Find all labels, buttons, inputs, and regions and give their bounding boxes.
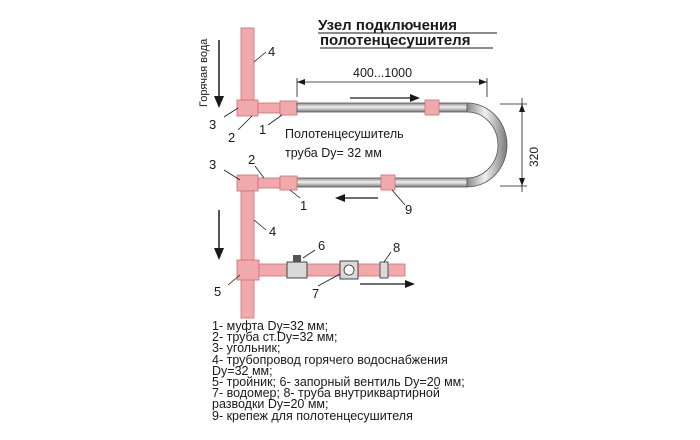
- shutoff-valve: [286, 261, 308, 279]
- hot-water-label: Горячая вода: [198, 38, 210, 107]
- branch-flow-arrowhead: [405, 280, 415, 288]
- dryer-flow-arrowhead-left: [335, 194, 345, 202]
- lower-coupling: [279, 175, 298, 191]
- leader-1-top: [267, 114, 283, 126]
- legend-item-7-8: 7- водомер; 8- труба внутриквартирной: [212, 386, 440, 401]
- dryer-flow-arrowhead-right: [410, 94, 420, 102]
- flow-arrow-head-top: [214, 96, 224, 108]
- callout-9: 9: [405, 202, 412, 217]
- dim-height-arrow-top: [519, 104, 525, 112]
- leader-4-top: [253, 51, 267, 63]
- callout-3-bottom: 3: [209, 157, 216, 172]
- leader-8: [383, 251, 392, 263]
- dim-width-value: 400...1000: [353, 66, 412, 80]
- legend-item-1: 1- муфта Dy=32 мм;: [212, 319, 329, 333]
- legend-item-8-cont: разводки Dy=20 мм;: [212, 397, 329, 412]
- leader-2-top: [237, 115, 253, 131]
- legend-item-5-6: 5- тройник; 6- запорный вентиль Dy=20 мм…: [212, 375, 465, 390]
- riser-pipe-lower: [240, 190, 255, 319]
- callout-5: 5: [214, 284, 221, 299]
- legend-item-2: 2- труба ст.Dy=32 мм;: [212, 330, 338, 345]
- lower-branch-pipe: [257, 177, 281, 189]
- upper-coupling: [279, 100, 298, 116]
- leader-9: [391, 189, 406, 206]
- callout-1-bottom: 1: [300, 198, 307, 213]
- legend-item-3: 3- угольник;: [212, 341, 281, 356]
- leader-1-bottom: [289, 189, 301, 199]
- callout-3-top: 3: [209, 117, 216, 132]
- riser-pipe-upper: [240, 27, 255, 107]
- dim-width-arrow-left: [297, 79, 305, 85]
- callout-8: 8: [393, 240, 400, 255]
- tee-fitting: [236, 259, 260, 281]
- dryer-bracket-bottom: [380, 174, 396, 191]
- leader-3-bottom: [223, 169, 241, 181]
- dryer-label-line2: труба Dy= 32 мм: [285, 146, 382, 160]
- flow-arrow-head-lower: [214, 248, 224, 260]
- dryer-pipe-bend: [466, 102, 508, 188]
- leader-3-top: [223, 107, 239, 118]
- leader-6: [302, 249, 316, 259]
- legend: 1- муфта Dy=32 мм; 2- труба ст.Dy=32 мм;…: [212, 319, 682, 423]
- leader-7: [317, 273, 341, 287]
- callout-6: 6: [318, 238, 325, 253]
- dryer-label-line1: Полотенцесушитель: [285, 127, 404, 141]
- callout-2-top: 2: [228, 130, 235, 145]
- callout-7: 7: [312, 286, 319, 301]
- leader-5: [227, 274, 241, 286]
- pipe-connector: [379, 261, 389, 279]
- upper-branch-pipe: [257, 102, 281, 114]
- dim-width-arrow-right: [479, 79, 487, 85]
- dryer-bracket-top: [424, 99, 440, 116]
- dim-height-arrow-bottom: [519, 178, 525, 186]
- leader-2-bottom: [254, 165, 265, 179]
- shutoff-valve-handle: [293, 255, 301, 262]
- dim-height-value: 320: [527, 147, 541, 167]
- diagram-title-line2: полотенцесушителя: [320, 32, 470, 49]
- dryer-pipe-top: [296, 102, 468, 113]
- water-meter-dial: [343, 264, 355, 276]
- diagram-title-line1: Узел подключения: [318, 17, 457, 34]
- callout-1-top: 1: [259, 122, 266, 137]
- callout-4-top: 4: [268, 44, 275, 59]
- leader-4-bottom: [253, 219, 267, 231]
- lower-elbow: [236, 174, 259, 192]
- legend-item-4-cont: Dy=32 мм;: [212, 363, 273, 378]
- legend-item-9: 9- крепеж для полотенцесушителя: [212, 408, 413, 423]
- callout-2-bottom: 2: [248, 152, 255, 167]
- callout-4-bottom: 4: [269, 224, 276, 239]
- upper-elbow: [236, 99, 259, 117]
- legend-item-4: 4- трубопровод горячего водоснабжения: [212, 352, 448, 367]
